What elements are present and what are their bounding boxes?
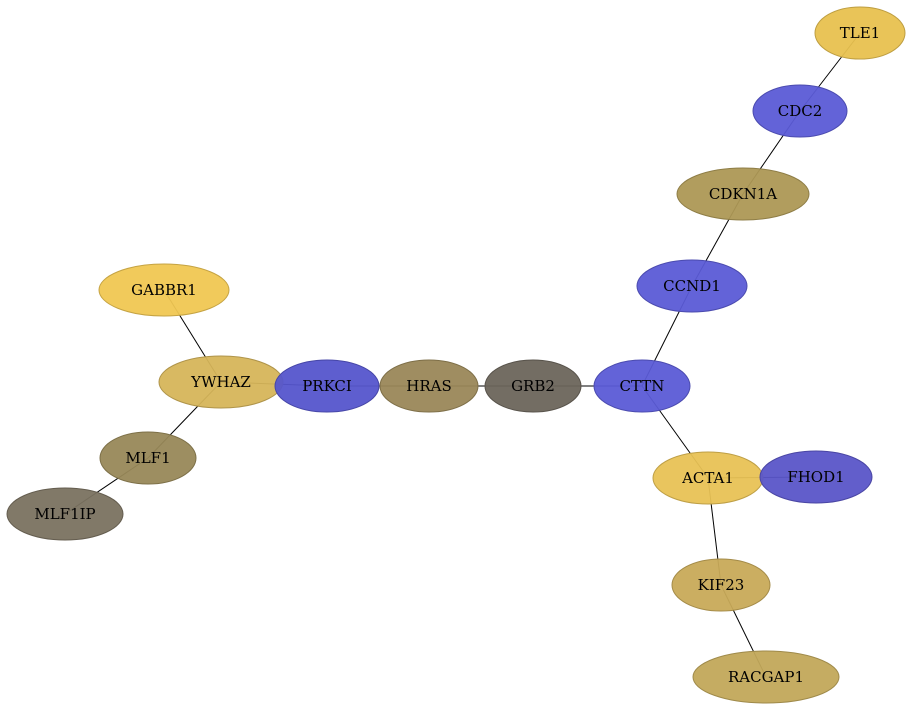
node-hras[interactable]: HRAS	[379, 359, 479, 413]
node-ellipse	[636, 259, 748, 313]
node-grb2[interactable]: GRB2	[484, 359, 582, 413]
node-label: GRB2	[511, 377, 555, 395]
node-label: CTTN	[620, 377, 665, 395]
node-tle1[interactable]: TLE1	[814, 6, 906, 60]
node-racgap1[interactable]: RACGAP1	[692, 650, 840, 704]
node-label: CCND1	[663, 277, 721, 295]
node-label: KIF23	[698, 576, 745, 594]
node-label: GABBR1	[131, 281, 197, 299]
node-label: FHOD1	[787, 468, 844, 486]
node-ellipse	[676, 167, 810, 221]
node-ywhaz[interactable]: YWHAZ	[158, 355, 284, 409]
node-label: HRAS	[406, 377, 451, 395]
node-label: MLF1	[125, 449, 170, 467]
node-ellipse	[379, 359, 479, 413]
node-ellipse	[671, 558, 771, 612]
node-label: CDKN1A	[709, 185, 777, 203]
node-label: PRKCI	[302, 377, 352, 395]
node-gabbr1[interactable]: GABBR1	[98, 263, 230, 317]
node-ellipse	[759, 450, 873, 504]
node-label: ACTA1	[681, 469, 734, 487]
node-kif23[interactable]: KIF23	[671, 558, 771, 612]
node-ellipse	[814, 6, 906, 60]
node-cdc2[interactable]: CDC2	[752, 84, 848, 138]
node-ccnd1[interactable]: CCND1	[636, 259, 748, 313]
node-cttn[interactable]: CTTN	[593, 359, 691, 413]
node-ellipse	[692, 650, 840, 704]
node-ellipse	[484, 359, 582, 413]
node-ellipse	[274, 359, 380, 413]
node-label: YWHAZ	[190, 373, 251, 391]
node-ellipse	[752, 84, 848, 138]
node-ellipse	[6, 487, 124, 541]
node-mlf1[interactable]: MLF1	[99, 431, 197, 485]
node-acta1[interactable]: ACTA1	[652, 451, 764, 505]
node-label: TLE1	[840, 24, 880, 42]
node-cdkn1a[interactable]: CDKN1A	[676, 167, 810, 221]
node-ellipse	[99, 431, 197, 485]
node-label: MLF1IP	[34, 505, 95, 523]
node-ellipse	[593, 359, 691, 413]
node-label: RACGAP1	[728, 668, 804, 686]
node-ellipse	[98, 263, 230, 317]
node-fhod1[interactable]: FHOD1	[759, 450, 873, 504]
node-prkci[interactable]: PRKCI	[274, 359, 380, 413]
node-label: CDC2	[778, 102, 823, 120]
node-mlf1ip[interactable]: MLF1IP	[6, 487, 124, 541]
